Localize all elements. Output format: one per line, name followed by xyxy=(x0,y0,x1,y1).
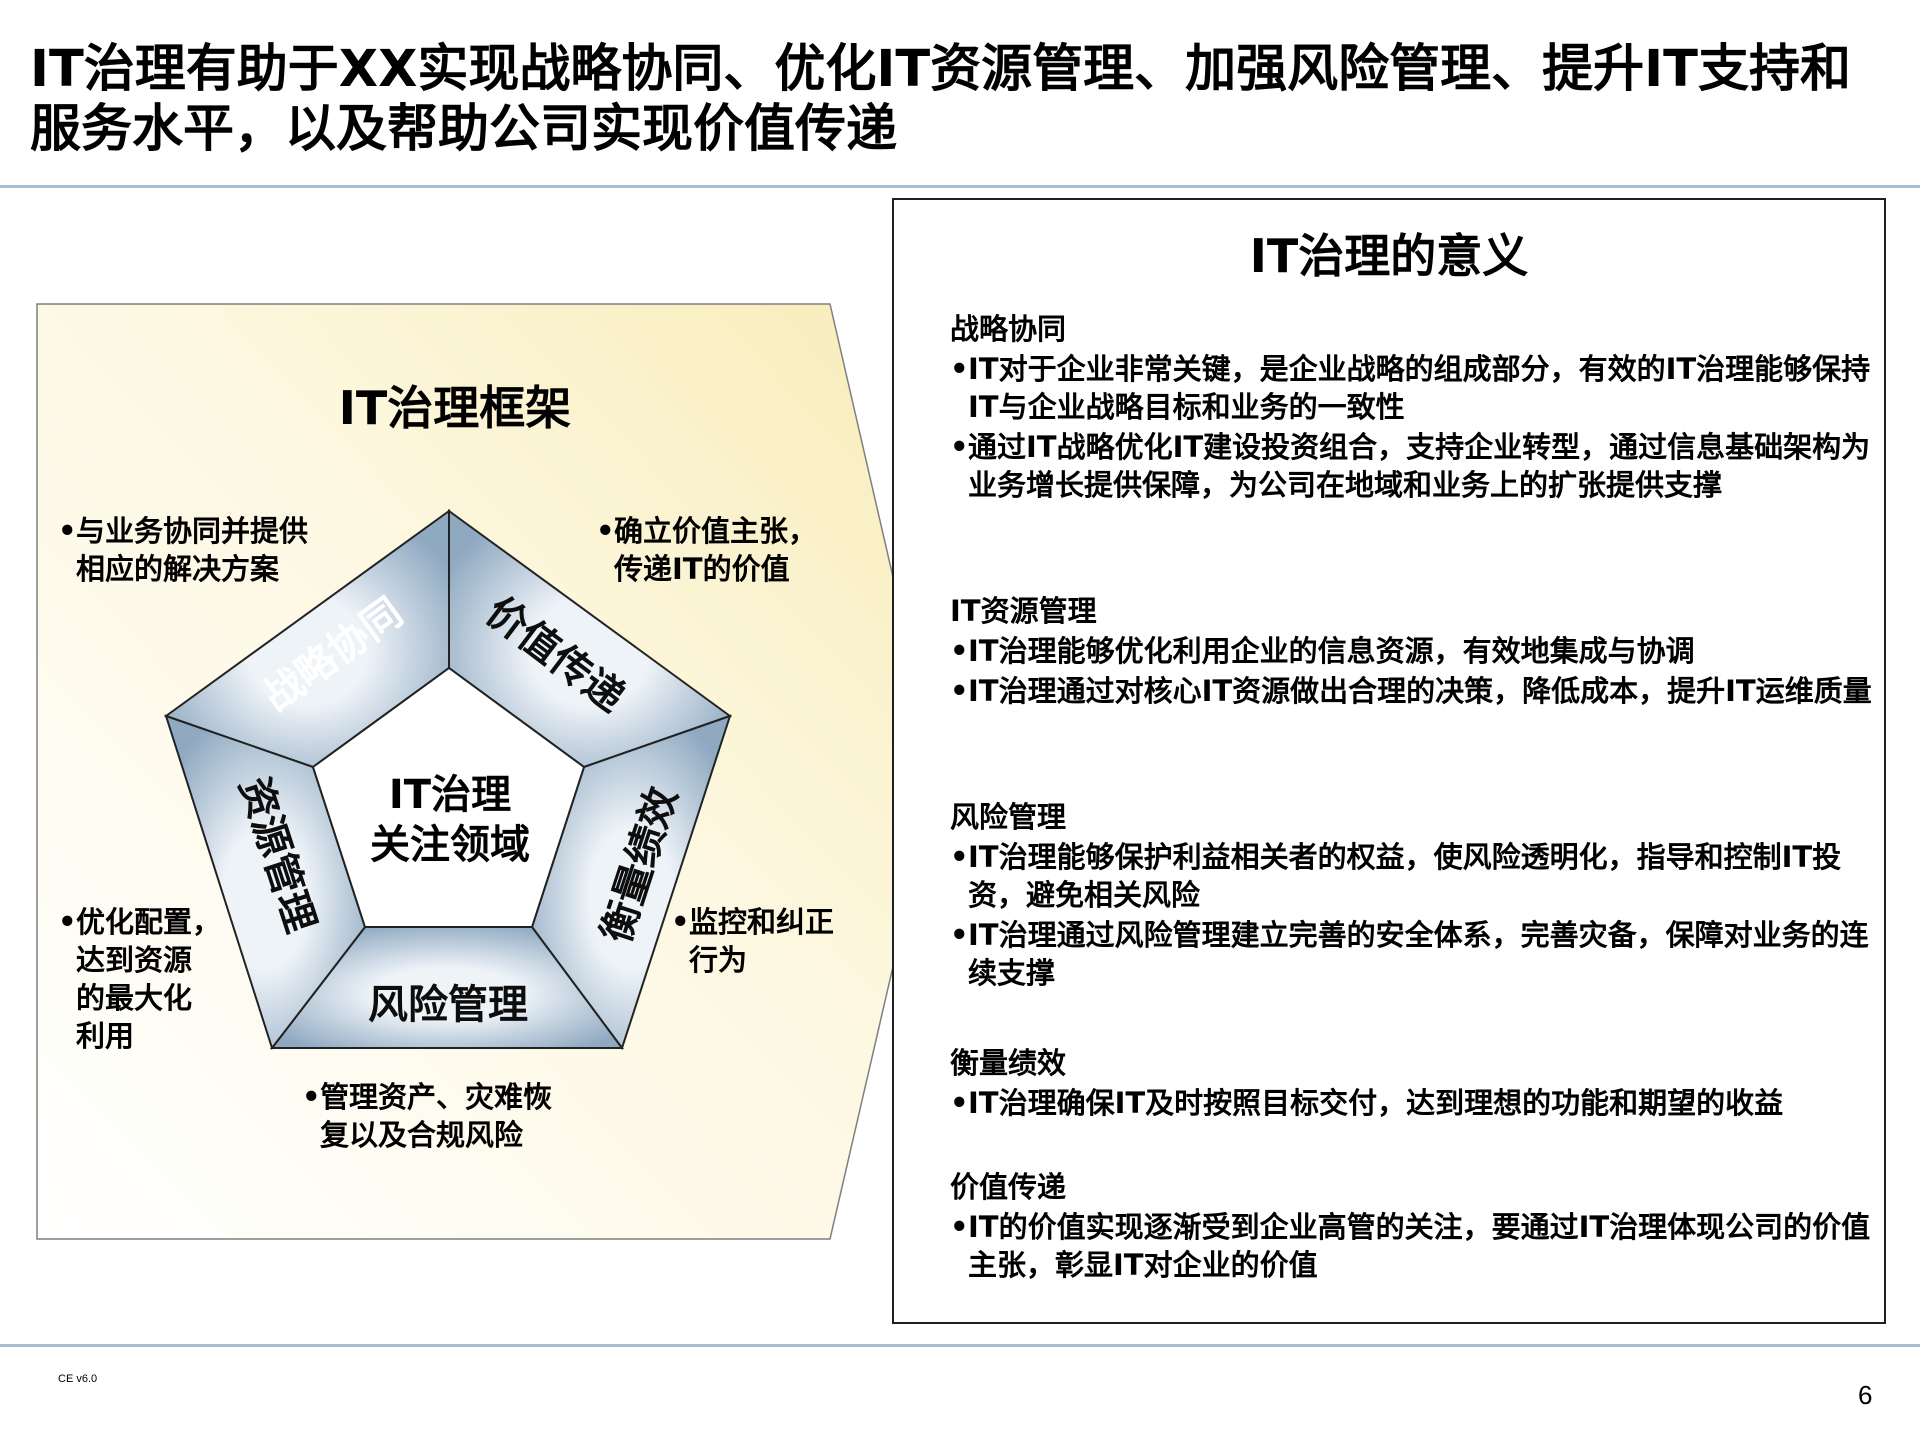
bullet-top-left: • 与业务协同并提供 相应的解决方案 xyxy=(58,514,309,586)
section-heading: 战略协同 xyxy=(950,312,1067,346)
framework-graphic xyxy=(36,303,939,1240)
list-item: •通过IT战略优化IT建设投资组合，支持企业转型，通过信息基础架构为业务增长提供… xyxy=(950,430,1871,502)
center-pentagon xyxy=(311,666,586,928)
center-label: IT治理 关注领域 xyxy=(340,770,560,870)
meaning-title: IT治理的意义 xyxy=(1249,229,1529,283)
bullet-left: • 优化配置， 达到资源 的最大化 利用 xyxy=(58,905,222,1053)
framework-title: IT治理框架 xyxy=(338,381,572,435)
meaning-panel: IT治理的意义 战略协同 •IT对于企业非常关键，是企业战略的组成部分，有效的I… xyxy=(892,198,1886,1324)
page-title: IT治理有助于XX实现战略协同、优化IT资源管理、加强风险管理、提升IT支持和服… xyxy=(30,40,1851,159)
section-performance: 衡量绩效 •IT治理确保IT及时按照目标交付，达到理想的功能和期望的收益 xyxy=(950,1044,1880,1122)
list-item: •IT治理通过对核心IT资源做出合理的决策，降低成本，提升IT运维质量 xyxy=(950,674,1872,708)
bullet-top-right: • 确立价值主张， 传递IT的价值 xyxy=(596,514,818,586)
section-it-resource: IT资源管理 •IT治理能够优化利用企业的信息资源，有效地集成与协调 •IT治理… xyxy=(950,592,1880,710)
section-heading: 价值传递 xyxy=(950,1170,1067,1204)
section-heading: 风险管理 xyxy=(950,800,1067,834)
version-label: CE v6.0 xyxy=(58,1373,98,1385)
section-heading: IT资源管理 xyxy=(950,594,1097,628)
top-divider xyxy=(0,185,1920,188)
bullet-bottom: • 管理资产、灾难恢 复以及合规风险 xyxy=(302,1080,553,1152)
list-item: •IT治理确保IT及时按照目标交付，达到理想的功能和期望的收益 xyxy=(950,1086,1784,1120)
center-line-1: IT治理 xyxy=(388,772,512,818)
segment-label-bottom: 风险管理 xyxy=(368,982,528,1028)
bullet-right: • 监控和纠正 行为 xyxy=(671,905,835,977)
section-strategy: 战略协同 •IT对于企业非常关键，是企业战略的组成部分，有效的IT治理能够保持I… xyxy=(950,310,1880,504)
list-item: •IT对于企业非常关键，是企业战略的组成部分，有效的IT治理能够保持IT与企业战… xyxy=(950,352,1871,424)
section-value: 价值传递 •IT的价值实现逐渐受到企业高管的关注，要通过IT治理体现公司的价值主… xyxy=(950,1168,1880,1284)
page-number: 6 xyxy=(1858,1380,1873,1410)
list-item: •IT的价值实现逐渐受到企业高管的关注，要通过IT治理体现公司的价值主张，彰显I… xyxy=(950,1210,1871,1282)
bottom-divider xyxy=(0,1344,1920,1347)
section-heading: 衡量绩效 xyxy=(950,1046,1067,1080)
framework-panel xyxy=(36,303,939,1240)
list-item: •IT治理能够优化利用企业的信息资源，有效地集成与协调 xyxy=(950,634,1695,668)
center-line-2: 关注领域 xyxy=(370,822,530,868)
section-risk: 风险管理 •IT治理能够保护利益相关者的权益，使风险透明化，指导和控制IT投资，… xyxy=(950,798,1880,992)
list-item: •IT治理通过风险管理建立完善的安全体系，完善灾备，保障对业务的连续支撑 xyxy=(950,918,1869,990)
list-item: •IT治理能够保护利益相关者的权益，使风险透明化，指导和控制IT投资，避免相关风… xyxy=(950,840,1842,912)
